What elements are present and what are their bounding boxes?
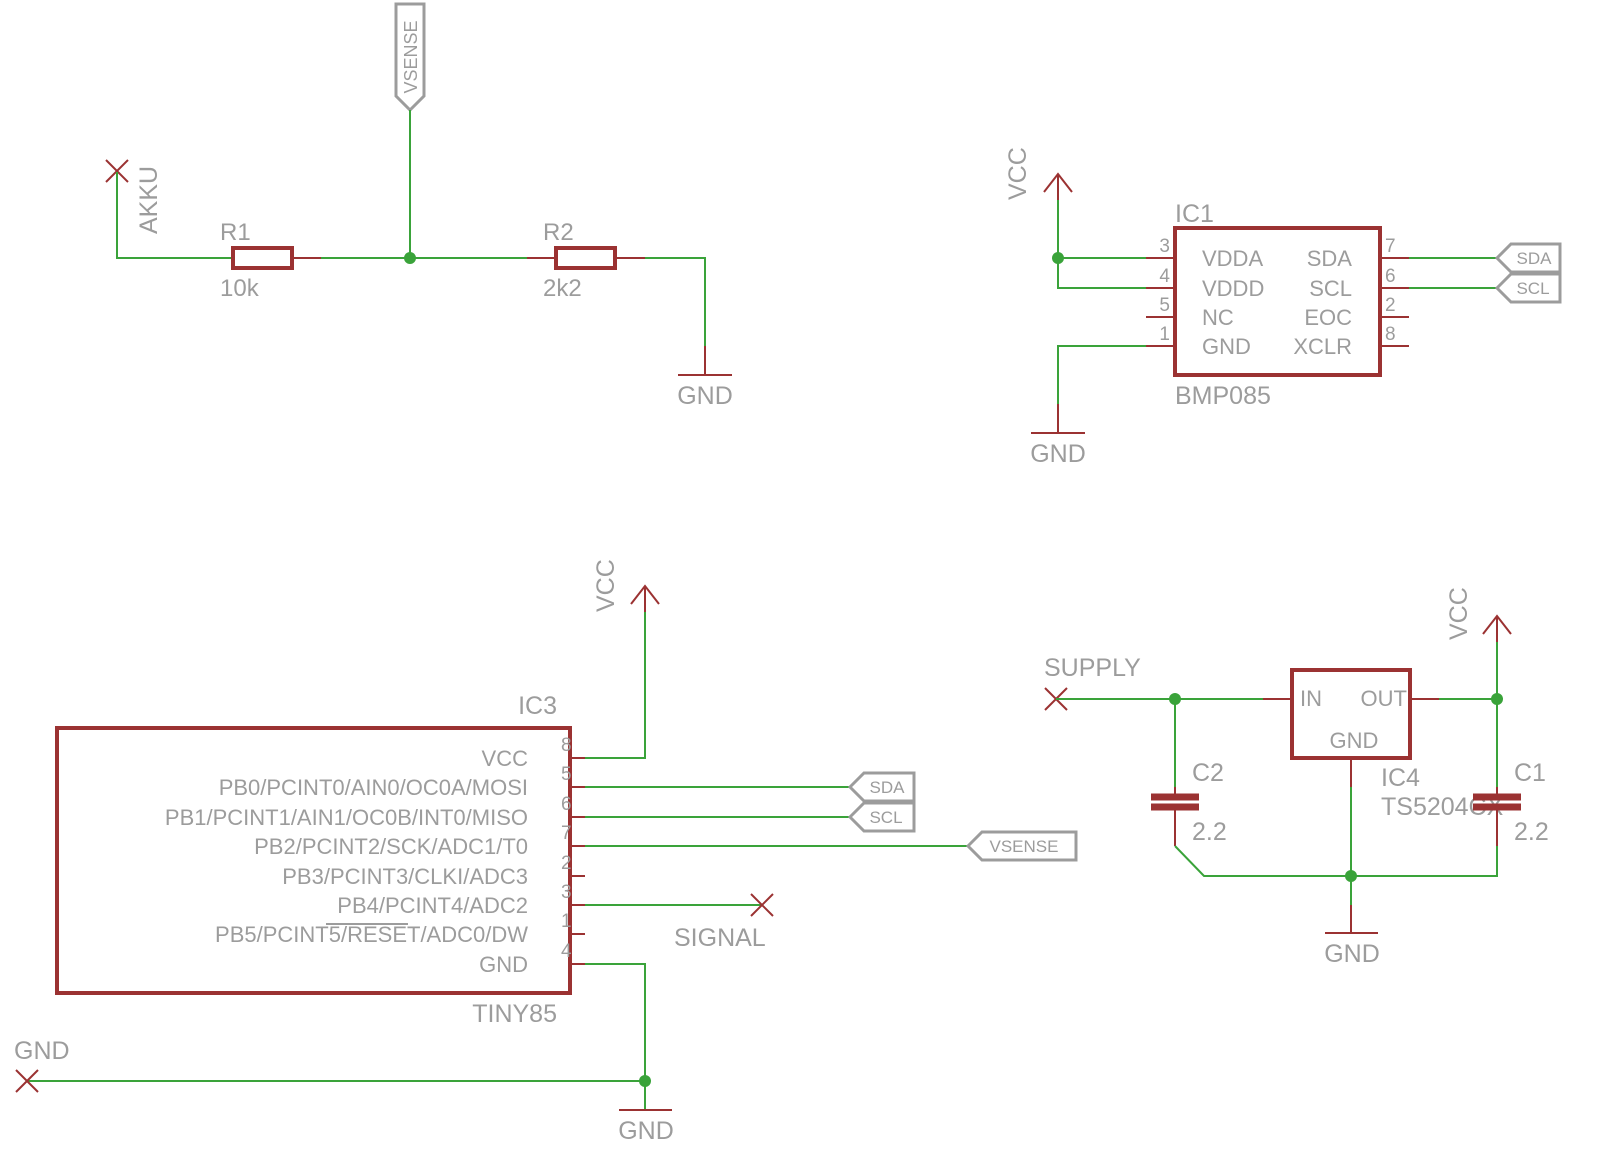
vcc-symbol <box>630 584 660 612</box>
supply-label: SUPPLY <box>1044 654 1141 682</box>
scl-label: SCL <box>1516 279 1549 298</box>
pin-number: 6 <box>1385 266 1396 287</box>
ic4-name: IC4 <box>1381 764 1420 792</box>
vsense-label: VSENSE <box>990 837 1059 856</box>
pin-number: 2 <box>561 853 572 874</box>
gnd-label: GND <box>618 1117 674 1145</box>
junction <box>639 1075 651 1087</box>
pin-label: XCLR <box>1293 334 1352 359</box>
pin-number: 8 <box>561 735 572 756</box>
gnd-nc-marker <box>15 1069 39 1093</box>
r1-body <box>231 246 294 270</box>
pin-label: PB5/PCINT5/RESET/ADC0/DW <box>215 922 528 947</box>
pin-number: 4 <box>561 941 572 962</box>
gnd-label: GND <box>1324 940 1380 968</box>
r2-body <box>554 246 617 270</box>
scl-label-frame <box>847 801 916 833</box>
voltage-divider: VSENSE AKKU R1 10k R2 2k2 GND <box>105 2 733 410</box>
pin-number: 5 <box>561 764 572 785</box>
ic3-value: TINY85 <box>472 1000 557 1028</box>
r1-name: R1 <box>220 219 251 246</box>
gnd-label: GND <box>1030 440 1086 468</box>
ic4-gnd-label: GND <box>1330 728 1379 753</box>
pin-label: SDA <box>1307 246 1353 271</box>
junction <box>404 252 416 264</box>
pin-label: PB4/PCINT4/ADC2 <box>337 893 528 918</box>
ic1-name: IC1 <box>1175 200 1214 228</box>
scl-label: SCL <box>869 808 902 827</box>
pin-number: 4 <box>1159 266 1170 287</box>
gnd-label: GND <box>14 1037 70 1065</box>
vcc-label: VCC <box>1004 147 1032 200</box>
pin-number: 5 <box>1159 295 1170 316</box>
pin-label: PB0/PCINT0/AIN0/OC0A/MOSI <box>219 775 528 800</box>
signal-label: SIGNAL <box>674 924 766 952</box>
pin-label: EOC <box>1304 305 1352 330</box>
r2-value: 2k2 <box>543 275 582 302</box>
ic3-body <box>55 726 572 995</box>
pin-label: GND <box>1202 334 1251 359</box>
signal-nc-marker <box>750 893 774 917</box>
pin-number: 7 <box>561 823 572 844</box>
pin-number: 7 <box>1385 236 1396 257</box>
akku-wire <box>116 172 233 259</box>
ic4-in-label: IN <box>1300 686 1322 711</box>
c1-value: 2.2 <box>1514 818 1549 846</box>
sda-label: SDA <box>870 778 906 797</box>
akku-label: AKKU <box>135 166 163 234</box>
scl-label-frame <box>1494 272 1562 304</box>
vcc-symbol <box>1043 172 1073 200</box>
r2-name: R2 <box>543 219 574 246</box>
pin-number: 1 <box>561 911 572 932</box>
sda-label-frame <box>1494 242 1562 274</box>
pin-number: 1 <box>1159 324 1170 345</box>
gnd-label: GND <box>677 382 733 410</box>
junction <box>1345 870 1357 882</box>
ic1-body <box>1173 226 1382 377</box>
sda-label: SDA <box>1517 249 1553 268</box>
r1-value: 10k <box>220 275 260 302</box>
ic1-value: BMP085 <box>1175 382 1271 410</box>
pin-number: 3 <box>1159 236 1170 257</box>
ic3-name: IC3 <box>518 692 557 720</box>
pin-number: 8 <box>1385 324 1396 345</box>
c1-name: C1 <box>1514 759 1546 787</box>
vcc-label: VCC <box>592 559 620 612</box>
sda-label-frame <box>847 771 916 803</box>
vcc-label: VCC <box>1445 587 1473 640</box>
pin-label: VDDD <box>1202 276 1264 301</box>
pin-label: PB1/PCINT1/AIN1/OC0B/INT0/MISO <box>165 805 528 830</box>
akku-nc-marker <box>105 159 129 183</box>
junction <box>1491 693 1503 705</box>
pin-label: GND <box>479 952 528 977</box>
junction <box>1052 252 1064 264</box>
pin-number: 6 <box>561 794 572 815</box>
pin-label: PB3/PCINT3/CLKI/ADC3 <box>282 864 528 889</box>
ic4-regulator: SUPPLY IN OUT GND IC4 TS5204CX VCC C2 2.… <box>1044 587 1549 968</box>
pin-label: VCC <box>482 746 529 771</box>
pin-number: 2 <box>1385 295 1396 316</box>
vsense-label: VSENSE <box>401 20 421 93</box>
pin-label: NC <box>1202 305 1234 330</box>
pin-label: VDDA <box>1202 246 1263 271</box>
ic1-bmp085: VCC GND IC1 BMP085 3 4 5 1 VDDA VDDD NC … <box>1004 147 1562 468</box>
vcc-symbol <box>1482 614 1512 642</box>
pin-label: SCL <box>1309 276 1352 301</box>
vsense-label-frame <box>965 830 1078 862</box>
ic3-tiny85: IC3 TINY85 8 5 6 7 2 3 1 4 VCC PB0/PCINT… <box>14 559 1078 1145</box>
vsense-label-frame <box>394 2 426 113</box>
c2-value: 2.2 <box>1192 818 1227 846</box>
ic4-out-label: OUT <box>1361 686 1407 711</box>
c2-name: C2 <box>1192 759 1224 787</box>
pin-number: 3 <box>561 882 572 903</box>
pin-label: PB2/PCINT2/SCK/ADC1/T0 <box>254 834 528 859</box>
